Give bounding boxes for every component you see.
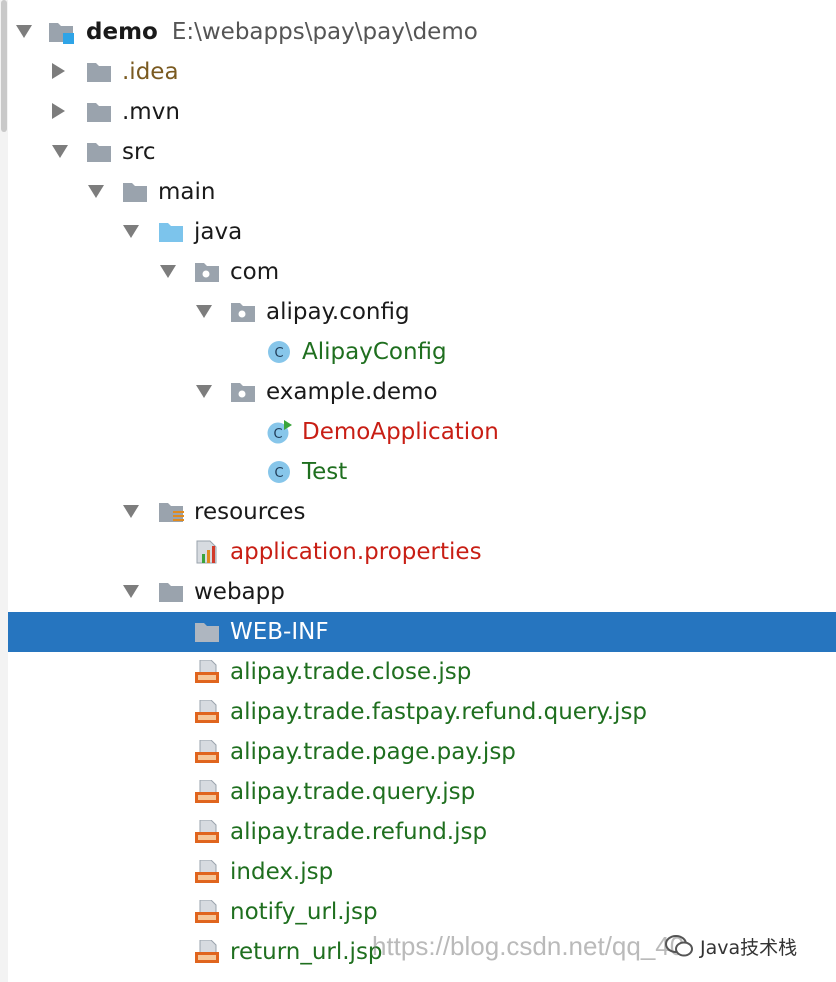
folder-icon <box>87 63 111 82</box>
svg-text:C: C <box>273 427 282 442</box>
runnable-class-icon: C <box>267 420 292 444</box>
tree-node-label: .idea <box>122 59 179 85</box>
collapse-arrow-icon[interactable] <box>196 305 212 318</box>
tree-node-label: resources <box>194 499 306 525</box>
tree-node-label: application.properties <box>230 539 482 565</box>
resources-folder-icon <box>159 503 184 522</box>
tree-node-alipayconfig-class[interactable]: C AlipayConfig <box>8 332 836 372</box>
tree-node-label: AlipayConfig <box>302 339 447 365</box>
package-icon <box>231 303 255 322</box>
tree-node-label: alipay.trade.close.jsp <box>230 659 472 685</box>
expand-arrow-icon[interactable] <box>52 103 65 119</box>
module-folder-icon <box>49 23 74 44</box>
tree-node-label: alipay.trade.fastpay.refund.query.jsp <box>230 699 648 725</box>
properties-file-icon <box>196 540 217 564</box>
tree-node-application-properties[interactable]: application.properties <box>8 532 836 572</box>
svg-text:C: C <box>274 466 283 481</box>
folder-icon <box>87 143 111 162</box>
jsp-file-icon <box>195 820 219 843</box>
tree-node-label: alipay.config <box>266 299 410 325</box>
svg-text:C: C <box>274 346 283 361</box>
tree-node-src[interactable]: src <box>8 132 836 172</box>
source-root-folder-icon <box>159 223 183 242</box>
tree-node-label: Test <box>302 459 348 485</box>
tree-node-label: DemoApplication <box>302 419 499 445</box>
tree-node-web-inf[interactable]: WEB-INF <box>8 612 836 652</box>
tree-node-jsp-file[interactable]: alipay.trade.fastpay.refund.query.jsp <box>8 692 836 732</box>
jsp-file-icon <box>195 940 219 963</box>
jsp-file-icon <box>195 860 219 883</box>
collapse-arrow-icon[interactable] <box>123 585 139 598</box>
jsp-file-icon <box>195 780 219 803</box>
jsp-file-icon <box>195 700 219 723</box>
tree-node-label: return_url.jsp <box>230 939 383 965</box>
tree-node-label: .mvn <box>122 99 180 125</box>
collapse-arrow-icon[interactable] <box>123 505 139 518</box>
tree-node-jsp-file[interactable]: alipay.trade.query.jsp <box>8 772 836 812</box>
jsp-file-icon <box>195 900 219 923</box>
package-icon <box>195 263 219 282</box>
tree-node-label: alipay.trade.refund.jsp <box>230 819 488 845</box>
folder-icon <box>123 183 147 202</box>
class-icon: C <box>268 461 290 483</box>
scrollbar-thumb[interactable] <box>1 0 7 132</box>
brand-text: Java技术栈 <box>700 936 798 959</box>
tree-node-alipay-config[interactable]: alipay.config <box>8 292 836 332</box>
tree-node-label: notify_url.jsp <box>230 899 378 925</box>
tree-node-label: src <box>122 139 156 165</box>
tree-node-idea[interactable]: .idea <box>8 52 836 92</box>
tree-node-webapp[interactable]: webapp <box>8 572 836 612</box>
tree-node-jsp-file[interactable]: alipay.trade.refund.jsp <box>8 812 836 852</box>
collapse-arrow-icon[interactable] <box>16 25 32 38</box>
vertical-scrollbar[interactable] <box>0 0 8 982</box>
tree-node-jsp-file[interactable]: alipay.trade.close.jsp <box>8 652 836 692</box>
tree-node-com[interactable]: com <box>8 252 836 292</box>
tree-node-label: index.jsp <box>230 859 334 885</box>
tree-node-resources[interactable]: resources <box>8 492 836 532</box>
expand-arrow-icon[interactable] <box>52 63 65 79</box>
tree-node-mvn[interactable]: .mvn <box>8 92 836 132</box>
tree-node-example-demo[interactable]: example.demo <box>8 372 836 412</box>
tree-node-label: example.demo <box>266 379 438 405</box>
tree-node-label: com <box>230 259 280 285</box>
csdn-watermark: https://blog.csdn.net/qq_40 <box>372 931 685 961</box>
jsp-file-icon <box>195 740 219 763</box>
module-path: E:\webapps\pay\pay\demo <box>171 19 478 45</box>
collapse-arrow-icon[interactable] <box>52 145 68 158</box>
tree-node-label: webapp <box>194 579 285 605</box>
tree-node-demoapplication-class[interactable]: C DemoApplication <box>8 412 836 452</box>
tree-node-label: alipay.trade.query.jsp <box>230 779 476 805</box>
package-icon <box>231 383 255 402</box>
tree-node-label: alipay.trade.page.pay.jsp <box>230 739 516 765</box>
collapse-arrow-icon[interactable] <box>196 385 212 398</box>
tree-node-label: java <box>194 219 243 245</box>
brand-watermark: Java技术栈 <box>664 930 797 962</box>
tree-node-jsp-file[interactable]: notify_url.jsp <box>8 892 836 932</box>
tree-node-test-class[interactable]: C Test <box>8 452 836 492</box>
tree-node-jsp-file[interactable]: return_url.jsp <box>8 932 836 972</box>
tree-node-main[interactable]: main <box>8 172 836 212</box>
folder-icon <box>87 103 111 122</box>
collapse-arrow-icon[interactable] <box>160 265 176 278</box>
jsp-file-icon <box>195 660 219 683</box>
wechat-icon <box>665 935 693 957</box>
tree-node-jsp-file[interactable]: alipay.trade.page.pay.jsp <box>8 732 836 772</box>
class-icon: C <box>268 341 290 363</box>
tree-node-jsp-file[interactable]: index.jsp <box>8 852 836 892</box>
folder-icon <box>159 583 183 602</box>
collapse-arrow-icon[interactable] <box>88 185 104 198</box>
collapse-arrow-icon[interactable] <box>123 225 139 238</box>
tree-node-label: WEB-INF <box>230 619 329 645</box>
tree-node-label: main <box>158 179 216 205</box>
tree-node-java[interactable]: java <box>8 212 836 252</box>
folder-icon <box>195 623 219 642</box>
